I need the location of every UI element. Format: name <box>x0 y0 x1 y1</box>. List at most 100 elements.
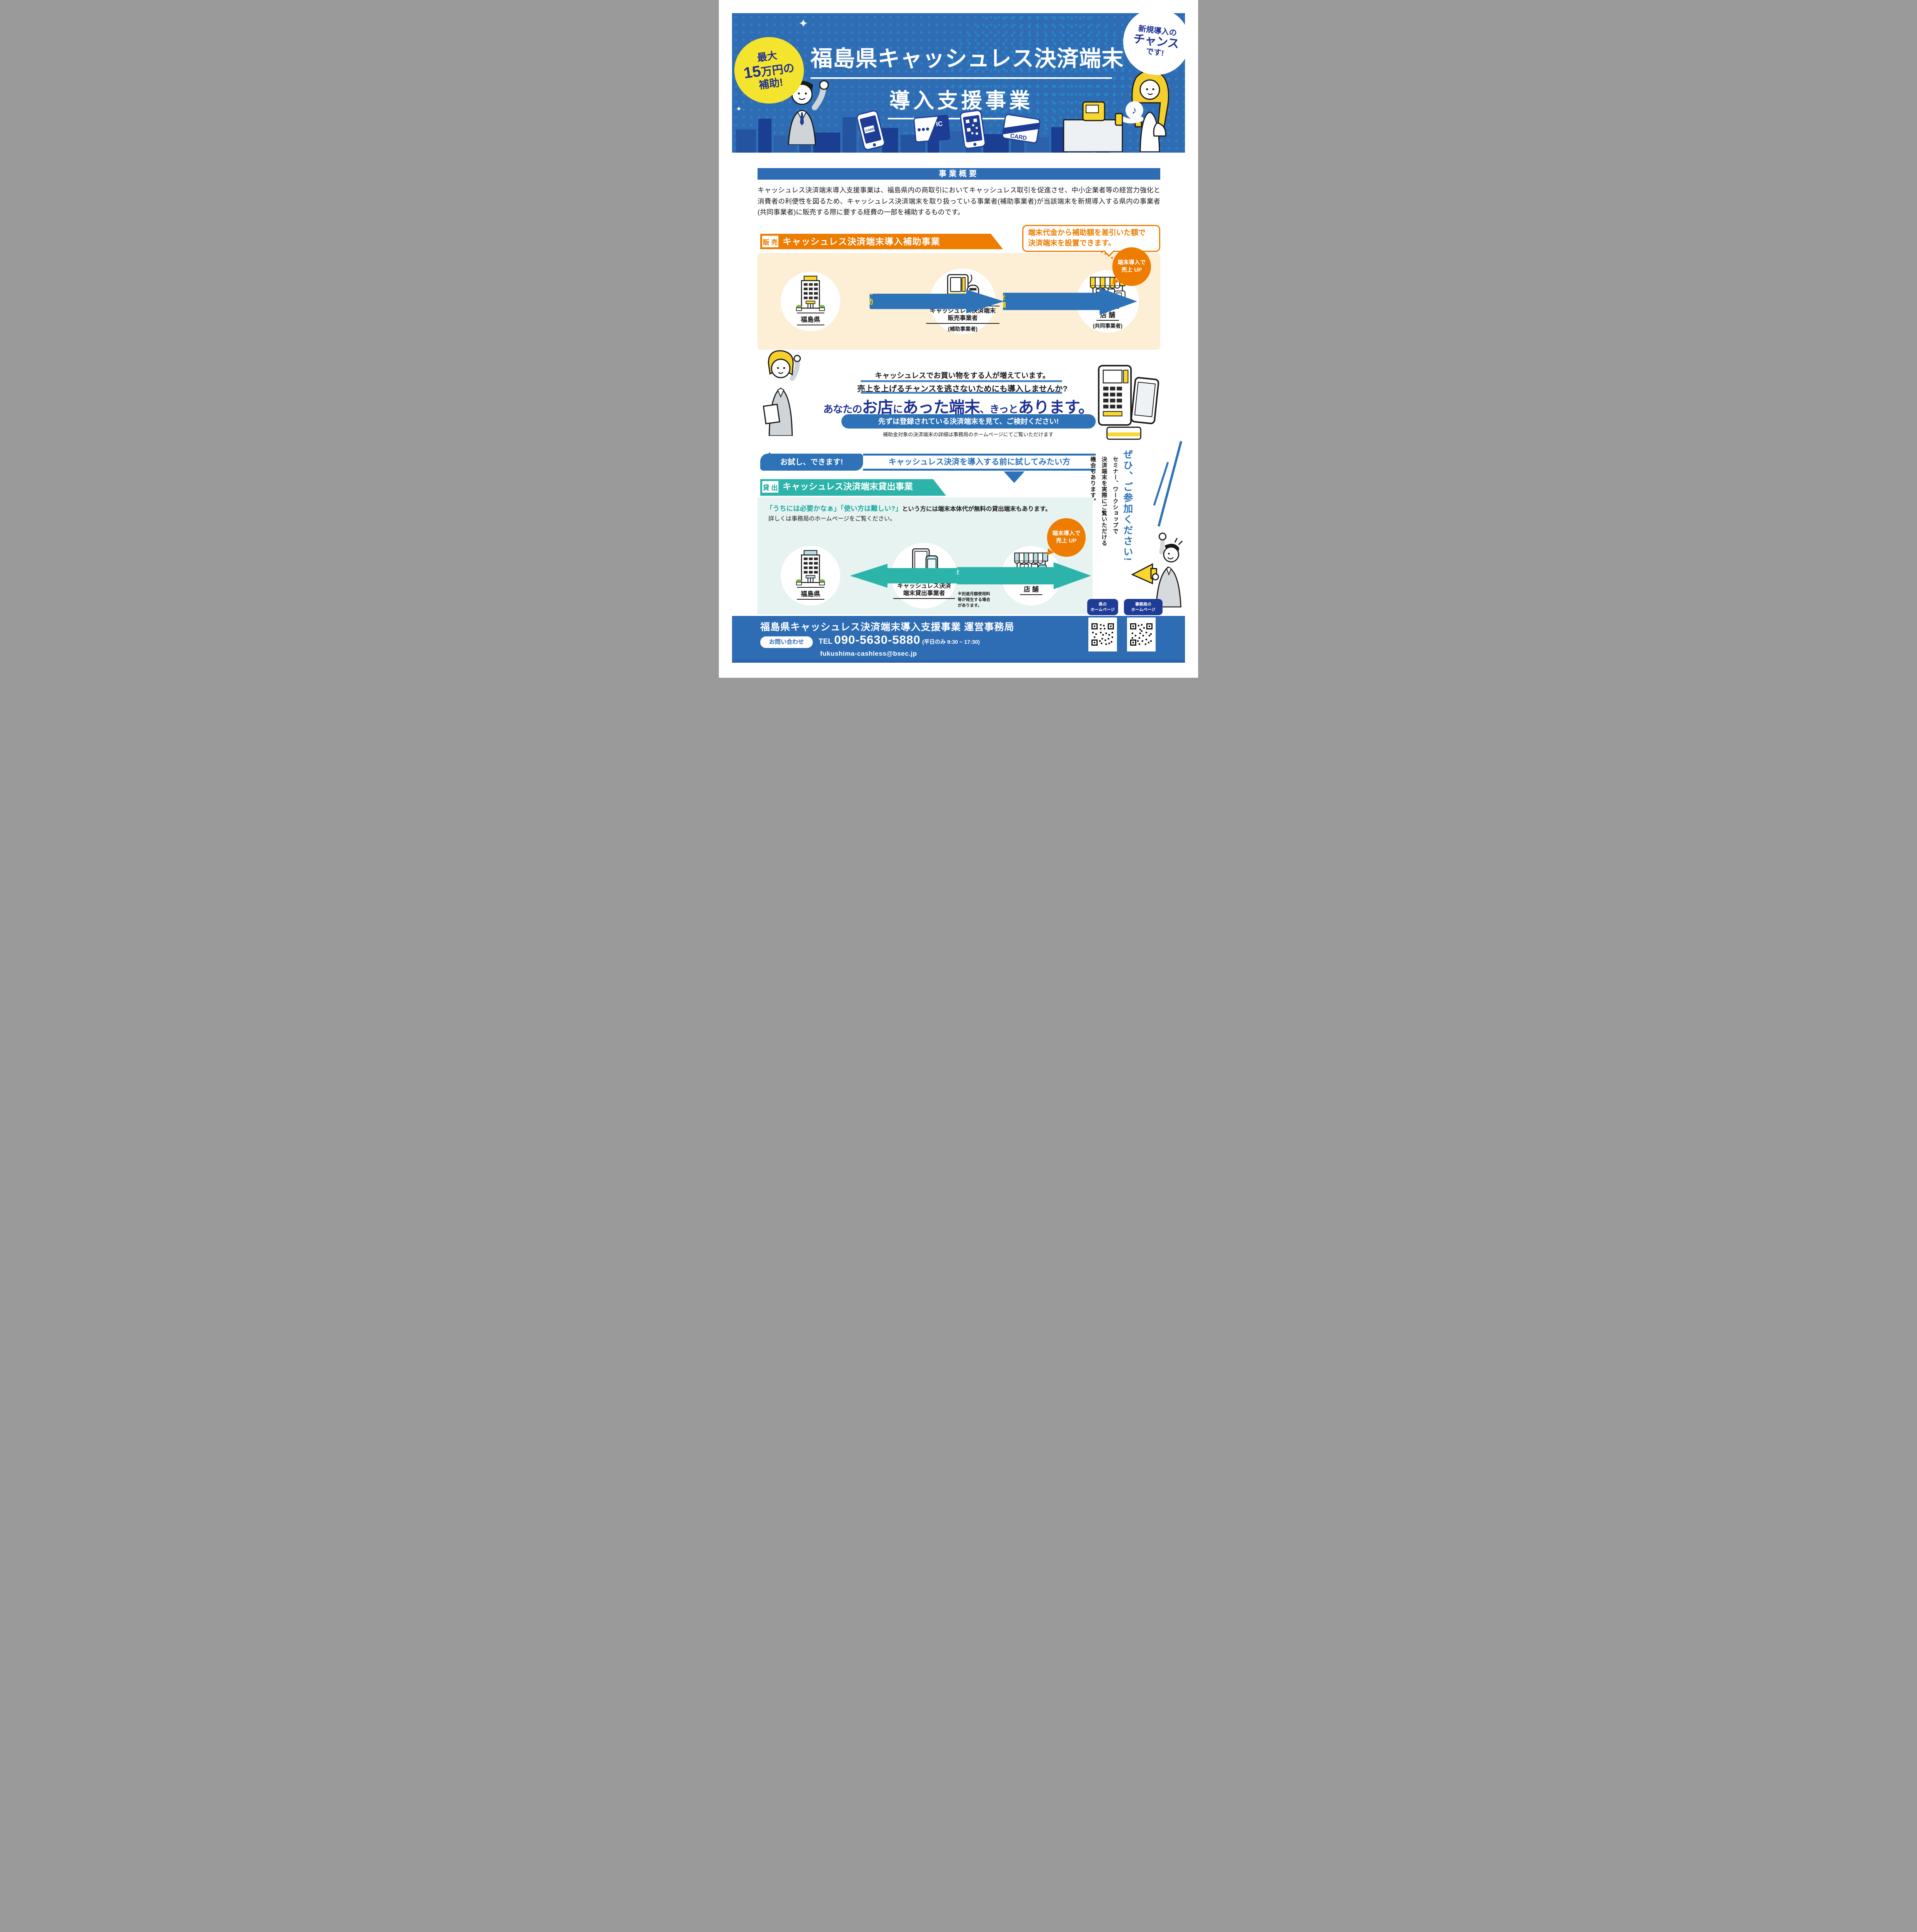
credit-card-label: CARD <box>1010 133 1027 142</box>
participate-text: ぜひ、ご参加ください! セミナー、ワークショップで 決済端末を実際にご覧いただけ… <box>1087 449 1134 635</box>
title-line1: 福島県キャッシュレス決済端末 <box>810 46 1124 71</box>
rental-node1-label: 福島県 <box>797 587 824 600</box>
footer-title: 福島県キャッシュレス決済端末導入支援事業 運営事務局 <box>760 622 1015 633</box>
pitch-banner: 先ずは登録されている決済端末を見て、ご検討ください! <box>841 414 1096 429</box>
max-subsidy-badge: 最大 15万円の 補助! <box>734 37 804 104</box>
rental-badge-line1: 端末導入で <box>1052 531 1081 537</box>
credit-card-icon: CARD <box>1002 114 1040 144</box>
qr-box-office <box>1127 617 1156 651</box>
headline-part1: あなたの <box>823 403 862 415</box>
shopper-illustration <box>1063 70 1169 152</box>
tel-label: TEL <box>819 638 833 646</box>
title-divider <box>810 77 1112 79</box>
participate-body-line1: セミナー、ワークショップで <box>1112 456 1118 534</box>
sparkle-icon: ✦ <box>798 17 809 30</box>
participate-body: セミナー、ワークショップで 決済端末を実際にご覧いただける 機会もあります。 <box>1087 449 1120 635</box>
trial-title: キャッシュレス決済を導入する前に試してみたい方 <box>863 454 1096 471</box>
overview-body: キャッシュレス決済端末導入支援事業は、福島県内の商取引においてキャッシュレス取引… <box>758 186 1160 216</box>
qr-right-line1: 事務局の <box>1135 602 1151 607</box>
emphasis-lines-icon <box>1153 441 1182 527</box>
participate-body-line3: 機会もあります。 <box>1090 456 1096 504</box>
qr-label-prefecture: 県の ホームページ <box>1087 599 1118 616</box>
participate-body-line2: 決済端末を実際にご覧いただける <box>1101 456 1107 546</box>
rental-node2-line2: 端末貸出事業者 <box>903 590 945 597</box>
rental-lead2: 詳しくは事務局のホームページをご覧ください。 <box>768 515 896 522</box>
rental-flow-node-fukushima: 福島県 <box>781 546 840 605</box>
terminal-devices-illustration <box>1098 365 1159 440</box>
sparkle-icon: ✦ <box>736 105 742 113</box>
music-note-icon: ♪ <box>1125 101 1143 119</box>
headline-part6: あります。 <box>1018 398 1094 416</box>
sale-section-banner: 販 売 キャッシュレス決済端末導入補助事業 <box>760 234 1003 249</box>
rental-lead: 「うちには必要かなぁ」「使い方は難しい?」という方には端末本体代が無料の貸出端末… <box>766 503 1091 513</box>
qr-right-line2: ホームページ <box>1131 607 1156 612</box>
rental-lead-rest: という方には端末本体代が無料の貸出端末もあります。 <box>902 506 1051 512</box>
rental-node2-line1: キャッシュレス決済 <box>897 583 951 589</box>
ic-card-label: IC <box>936 120 943 128</box>
flyer-page: 最大 15万円の 補助! ✦ ✦ ✦ 福島県キャッシュレス決済端末 導入支援事業… <box>719 0 1198 678</box>
header-band <box>732 13 1185 153</box>
rental-note-line2: 等が発生する場合 <box>958 597 990 602</box>
rental-node2-label: キャッシュレス決済 端末貸出事業者 <box>893 581 955 599</box>
rental-section-banner: 貸 出 キャッシュレス決済端末貸出事業 <box>760 479 946 496</box>
trial-badge: お試し、できます! <box>760 452 863 471</box>
rental-tag: 貸 出 <box>762 481 778 493</box>
phone-qr-icon <box>960 110 986 149</box>
businessman-illustration <box>788 80 829 145</box>
sale-badge-line2: 売上 UP <box>1121 267 1142 273</box>
qr-box-prefecture <box>1088 617 1117 651</box>
new-intro-chance-badge: 新規導入の チャンス です! <box>1123 9 1190 75</box>
pitch-rule-top <box>861 380 1062 382</box>
tel-number: 090-5630-5880 <box>834 633 921 646</box>
overview-heading: 事業概要 <box>939 170 979 178</box>
qr-code-icon <box>1091 623 1114 646</box>
sale-badge-line1: 端末導入で <box>1117 260 1146 266</box>
ic-card-icon: IC <box>913 115 950 143</box>
headline-part4: あった端末 <box>902 398 980 416</box>
rental-note: ※別途月額使用料 等が発生する場合 があります。 <box>958 591 1009 609</box>
badge-max-number: 15 <box>742 63 762 82</box>
sale-salesup-bubble: 端末導入で 売上 UP <box>1112 247 1151 286</box>
building-icon <box>796 276 825 311</box>
rental-section-title: キャッシュレス決済端末貸出事業 <box>783 482 913 492</box>
sale-speech-bubble: 端末代金から補助額を差引いた額で 決済端末を設置できます。 <box>1022 225 1160 252</box>
down-arrow-icon <box>1004 471 1025 483</box>
building-icon <box>796 550 825 585</box>
footer-email: fukushima-cashless@bsec.jp <box>820 650 917 657</box>
participate-headline: ぜひ、ご参加ください! <box>1122 449 1133 562</box>
sale-node1-label: 福島県 <box>797 313 824 325</box>
pitch-note: 補助金対象の決済端末の詳細は事務局のホームページにてご覧いただけます <box>883 432 1054 437</box>
headline-part3: に <box>893 403 903 415</box>
sparkle-icon: ✦ <box>811 57 815 63</box>
sale-node3-sub: (共同事業者) <box>1093 323 1123 329</box>
tel-hours: (平日のみ 9:30 ~ 17:30) <box>922 639 980 645</box>
sale-bubble-line1: 端末代金から補助額を差引いた額で <box>1028 229 1146 237</box>
phone-card-icon: CARD <box>856 110 885 150</box>
overview-heading-bar: 事業概要 <box>758 168 1160 180</box>
megaphone-man-illustration <box>1131 532 1183 607</box>
qr-left-line2: ホームページ <box>1090 607 1115 612</box>
sale-node2-sub: (補助事業者) <box>948 326 978 332</box>
footer-tel-row: TEL 090-5630-5880 (平日のみ 9:30 ~ 17:30) <box>819 633 980 647</box>
qr-code-icon <box>1130 623 1153 646</box>
businesswoman-illustration <box>763 350 801 436</box>
title-line2: 導入支援事業 <box>889 89 1033 112</box>
headline-part5: 、きっと <box>980 403 1018 415</box>
sale-section-title: キャッシュレス決済端末導入補助事業 <box>783 236 940 247</box>
pitch-headline: あなたのお店にあった端末、きっとあります。 <box>773 394 1144 417</box>
sale-flow-node-fukushima: 福島県 <box>781 272 840 331</box>
qr-label-office: 事務局の ホームページ <box>1124 599 1163 616</box>
sale-node2-line2: 販売事業者 <box>948 315 978 322</box>
qr-left-line1: 県の <box>1098 602 1107 607</box>
sale-tag: 販 売 <box>762 236 778 247</box>
pitch-line1: キャッシュレスでお買い物をする人が増えています。 <box>875 372 1050 380</box>
rental-lead-emphasis: 「うちには必要かなぁ」「使い方は難しい?」 <box>766 505 902 512</box>
sale-bubble-line2: 決済端末を設置できます。 <box>1028 239 1116 247</box>
rental-note-line3: があります。 <box>958 603 982 608</box>
pitch-line2: 売上を上げるチャンスを逃さないためにも導入しませんか? <box>857 384 1068 393</box>
pitch-rule-bottom <box>861 392 1062 394</box>
contact-pill: お問い合わせ <box>760 636 813 648</box>
rental-badge-line2: 売上 UP <box>1056 538 1077 544</box>
main-title: 福島県キャッシュレス決済端末 導入支援事業 <box>810 41 1124 119</box>
headline-part2: お店 <box>862 398 893 416</box>
